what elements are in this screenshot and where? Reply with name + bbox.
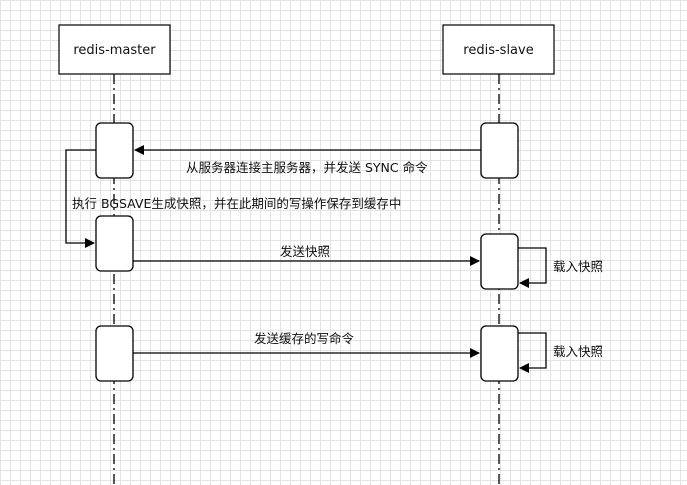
- load-snapshot-1-label: 载入快照: [553, 259, 603, 274]
- send-cache-label: 发送缓存的写命令: [254, 331, 355, 346]
- bgsave-label: 执行 BGSAVE生成快照，并在此期间的写操作保存到缓存中: [72, 196, 401, 211]
- master-activation-2: [95, 215, 134, 272]
- participant-master-label: redis-master: [73, 43, 156, 58]
- master-activation-1: [95, 122, 134, 179]
- bgsave-self-arrow: [65, 149, 96, 248]
- master-activation-3: [95, 325, 134, 382]
- participant-slave[interactable]: redis-slave: [442, 24, 555, 75]
- load-snapshot-2-label: 载入快照: [553, 344, 603, 359]
- load-snapshot-1-self-arrow: [518, 247, 547, 288]
- slave-activation-3: [480, 325, 519, 382]
- load-snapshot-2-self-arrow: [518, 332, 547, 373]
- sync-label: 从服务器连接主服务器，并发送 SYNC 命令: [186, 160, 428, 175]
- send-snapshot-label: 发送快照: [280, 244, 330, 259]
- slave-activation-1: [480, 122, 519, 179]
- participant-master[interactable]: redis-master: [58, 24, 171, 75]
- slave-activation-2: [480, 233, 519, 290]
- participant-slave-label: redis-slave: [463, 43, 533, 58]
